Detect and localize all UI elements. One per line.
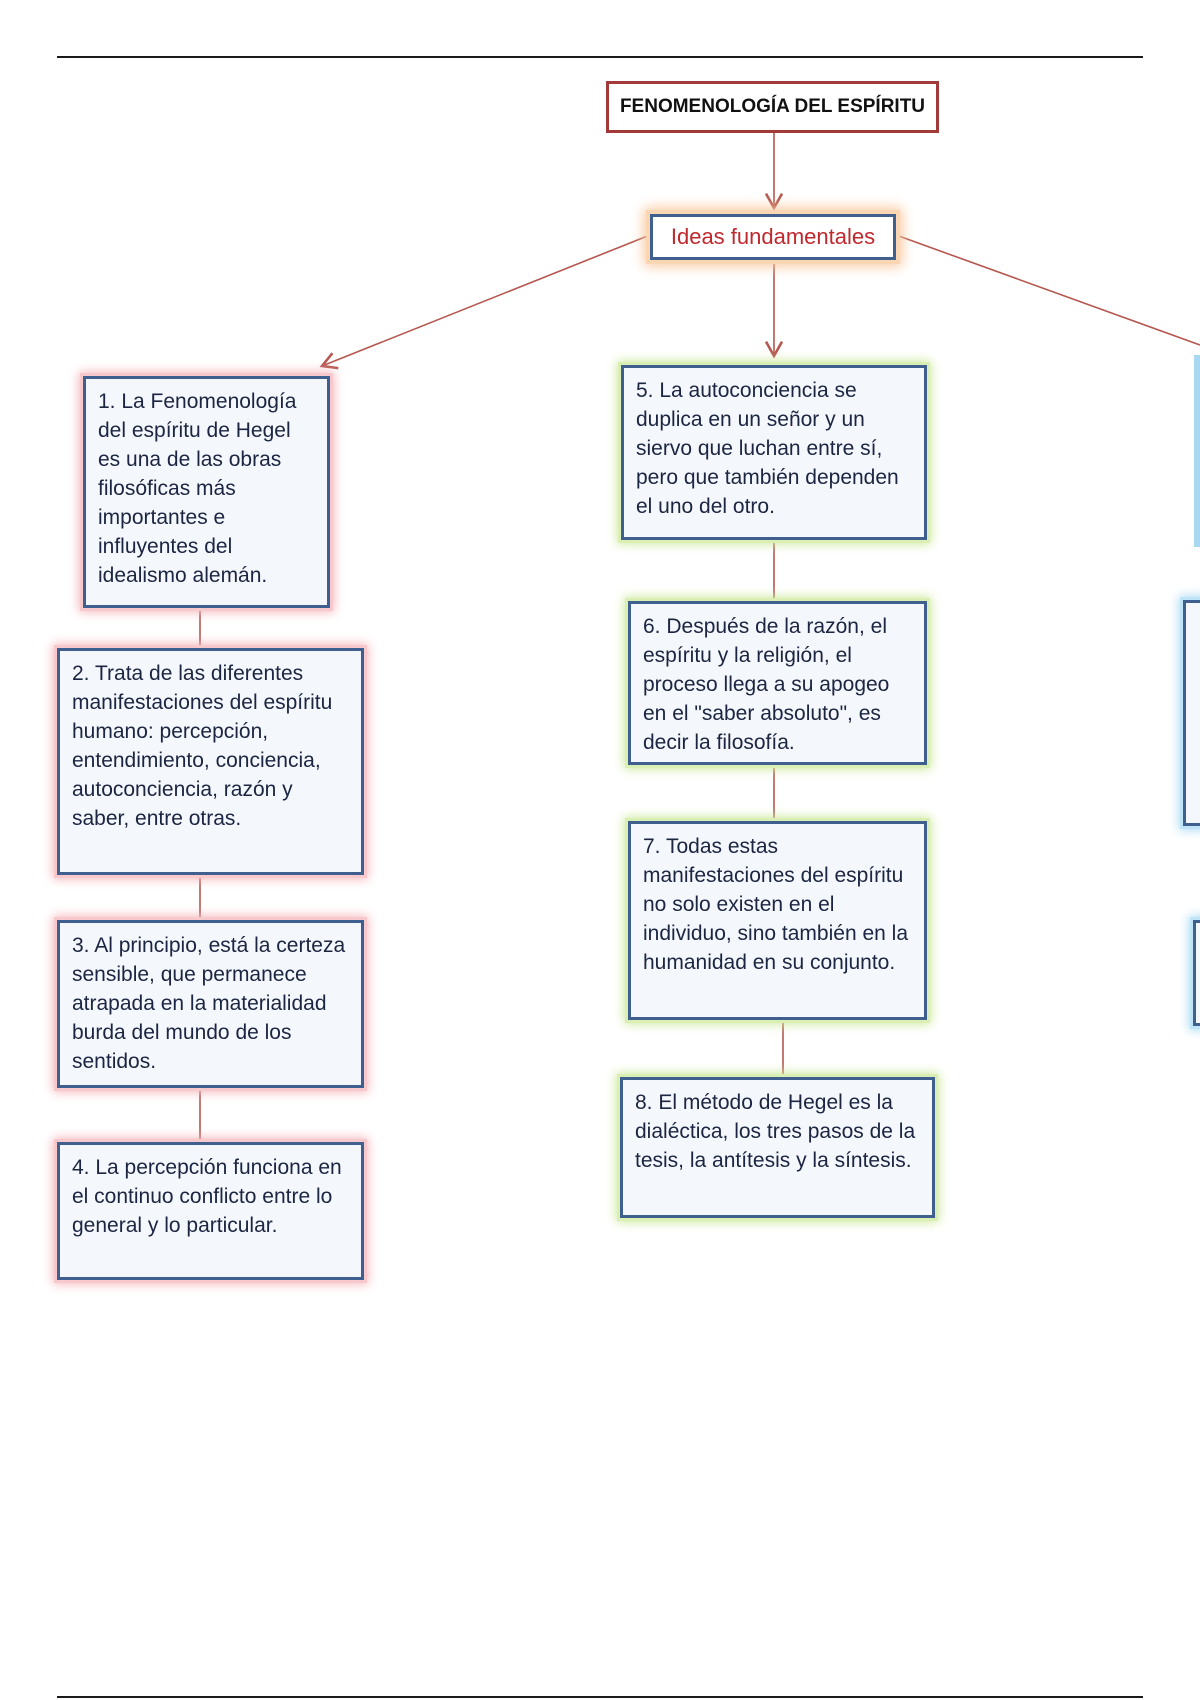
diagram-title: FENOMENOLOGÍA DEL ESPÍRITU — [606, 81, 939, 133]
bottom-rule — [57, 1696, 1143, 1698]
node-7: 7. Todas estas manifestaciones del espír… — [628, 821, 927, 1020]
node-3: 3. Al principio, está la certeza sensibl… — [57, 920, 364, 1088]
subtitle-node: Ideas fundamentales — [650, 214, 896, 260]
node-2: 2. Trata de las diferentes manifestacion… — [57, 648, 364, 875]
arrow-ideas-right — [895, 234, 1200, 346]
node-right-partial-1 — [1183, 600, 1200, 826]
node-4: 4. La percepción funciona en el continuo… — [57, 1142, 364, 1280]
node-8: 8. El método de Hegel es la dialéctica, … — [620, 1077, 935, 1218]
node-5: 5. La autoconciencia se duplica en un se… — [621, 365, 927, 540]
top-rule — [57, 56, 1143, 58]
node-right-partial-top — [1194, 355, 1200, 547]
node-6: 6. Después de la razón, el espíritu y la… — [628, 601, 927, 765]
arrow-ideas-left — [319, 234, 651, 370]
node-1: 1. La Fenomenología del espíritu de Hege… — [83, 376, 330, 608]
node-right-partial-2 — [1193, 920, 1200, 1026]
